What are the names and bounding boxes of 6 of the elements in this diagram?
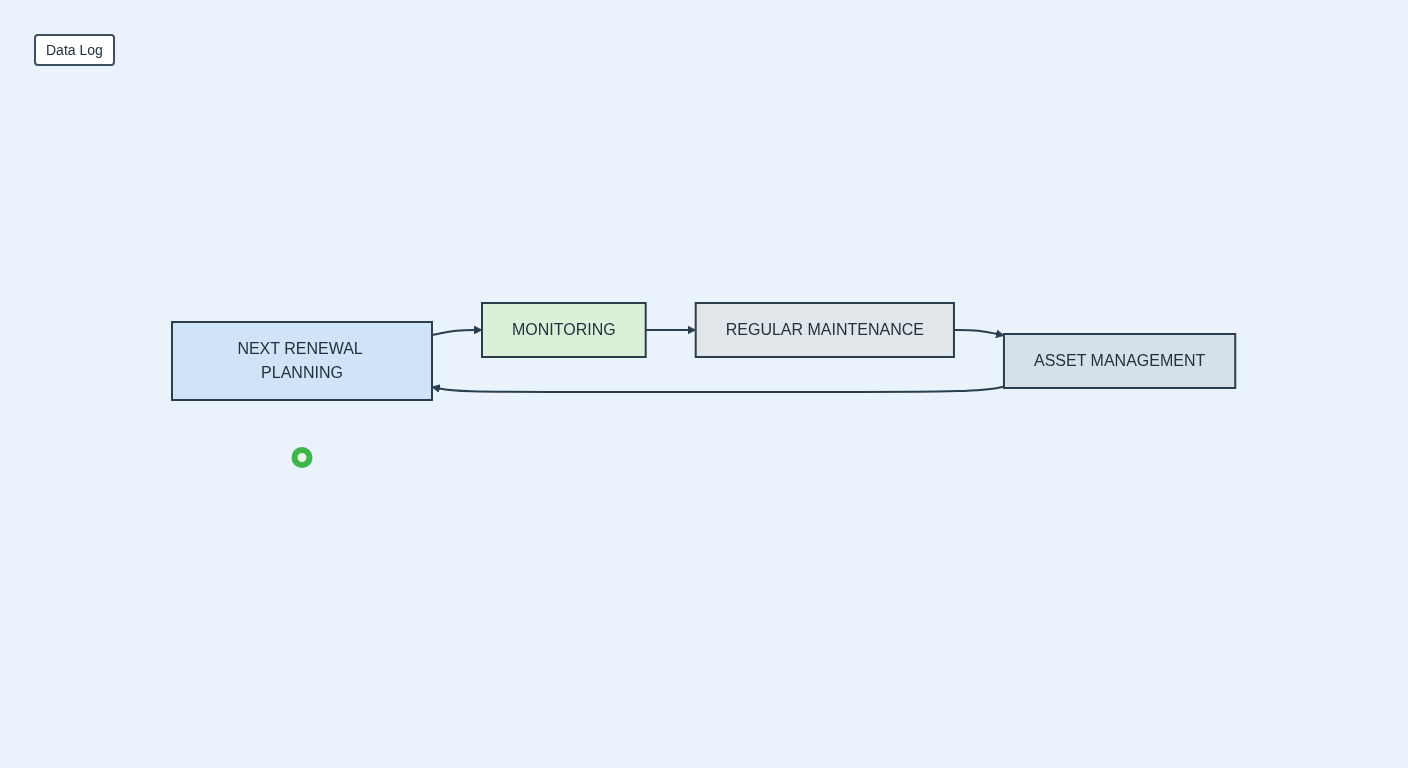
document-label: Data Log bbox=[34, 34, 115, 66]
node-box: NEXT RENEWAL PLANNING bbox=[171, 321, 434, 401]
node-box: ASSET MANAGEMENT bbox=[1003, 333, 1237, 389]
node-box: MONITORING bbox=[481, 302, 648, 358]
node-circle bbox=[291, 447, 313, 468]
node-box: REGULAR MAINTENANCE bbox=[695, 302, 956, 358]
